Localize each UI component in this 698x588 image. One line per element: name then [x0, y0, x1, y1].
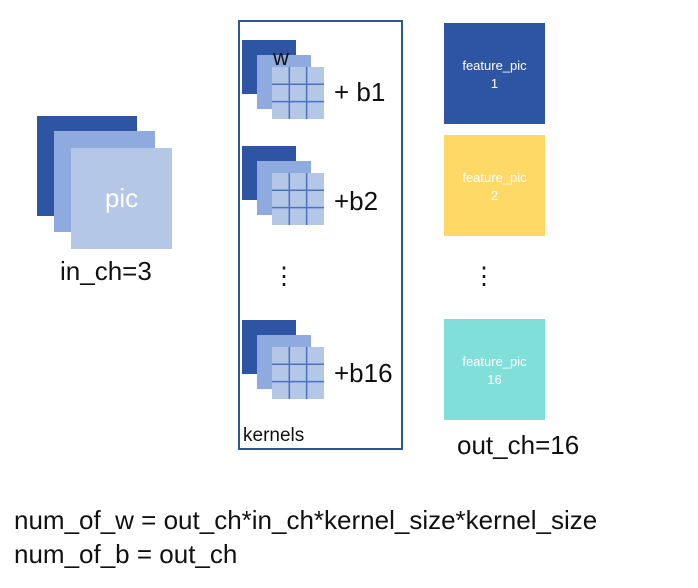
- kernel-grid-background: [272, 173, 324, 225]
- weight-label: w: [273, 45, 289, 70]
- input-channels-label: in_ch=3: [60, 256, 152, 286]
- bias-label-16: +b16: [334, 358, 393, 388]
- kernels-box-label: kernels: [243, 425, 305, 446]
- feature-map-16-index: 16: [487, 372, 502, 387]
- kernel-grid: [272, 347, 324, 399]
- output-channels-label: out_ch=16: [457, 430, 580, 460]
- feature-map-16: feature_pic 16: [444, 319, 545, 420]
- kernel-grid: [272, 67, 324, 119]
- kernel-group-1: + b1: [242, 40, 402, 130]
- kernel-grid: [272, 173, 324, 225]
- bias-label-1: + b1: [334, 77, 386, 107]
- input-channel-layer-3: [71, 148, 172, 249]
- feature-map-2: feature_pic 2: [444, 135, 545, 236]
- feature-map-2-name: feature_pic: [462, 170, 527, 185]
- kernel-ellipsis: ⋮: [272, 263, 296, 290]
- feature-map-1-name: feature_pic: [462, 58, 527, 73]
- feature-map-1: feature_pic 1: [444, 23, 545, 124]
- feature-map-2-index: 2: [490, 188, 499, 203]
- kernel-group-16: +b16: [242, 320, 402, 410]
- bias-count-formula: num_of_b = out_ch: [14, 539, 238, 569]
- kernel-grid-icon: [272, 347, 324, 399]
- kernel-group-2: +b2: [242, 146, 402, 236]
- kernel-grid-icon: [272, 173, 324, 225]
- kernel-grid-icon: [272, 67, 324, 119]
- bias-label-2: +b2: [334, 186, 379, 216]
- feature-ellipsis: ⋮: [472, 263, 496, 290]
- feature-map-16-name: feature_pic: [462, 354, 527, 369]
- feature-map-1-index: 1: [490, 76, 499, 91]
- kernels-box: [238, 20, 403, 450]
- weight-count-formula: num_of_w = out_ch*in_ch*kernel_size*kern…: [14, 505, 598, 535]
- input-pic-label: pic: [104, 183, 139, 213]
- kernel-grid-background: [272, 67, 324, 119]
- kernel-grid-background: [272, 347, 324, 399]
